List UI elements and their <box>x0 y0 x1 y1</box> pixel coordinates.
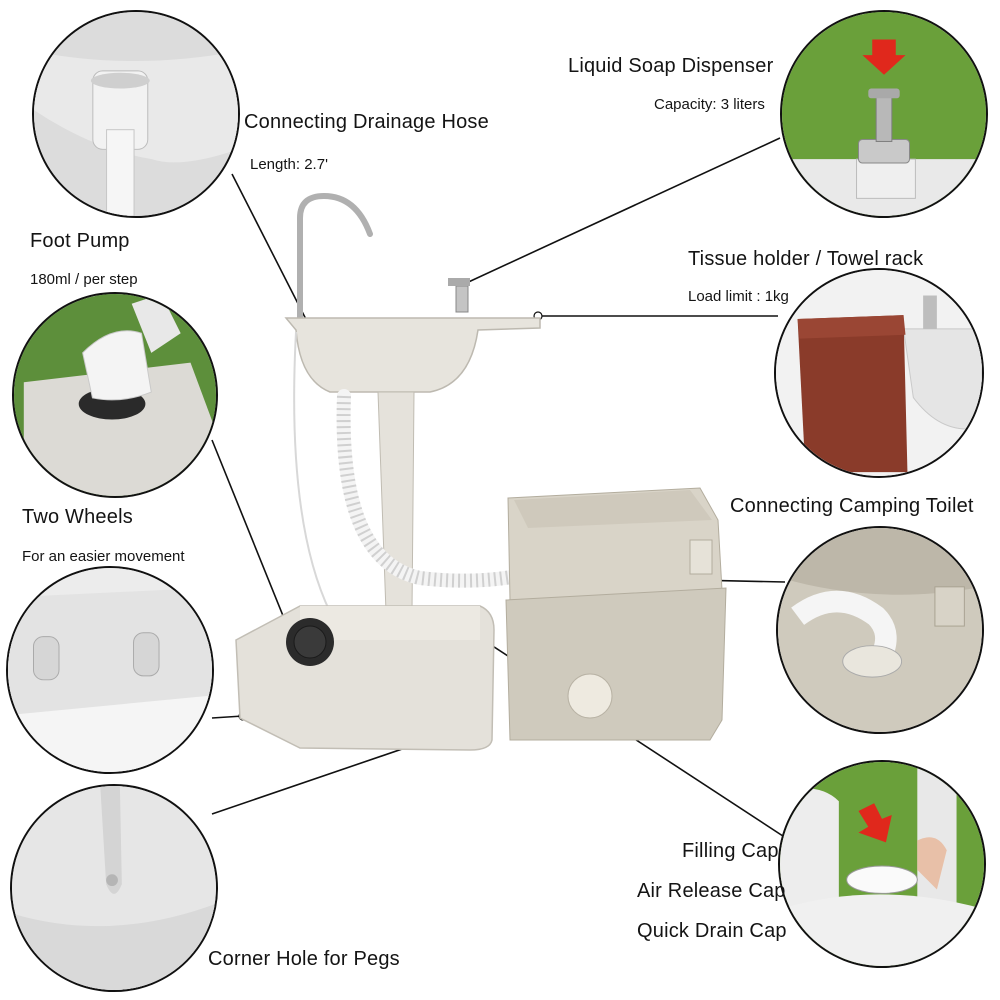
filling-cap-label: Filling Cap <box>682 840 779 862</box>
faucet <box>297 192 373 323</box>
air-release-cap-label: Air Release Cap <box>637 880 786 902</box>
two-wheels-title: Two Wheels <box>22 506 133 528</box>
leader-two-wheels <box>211 715 244 719</box>
soap-pump <box>455 285 469 313</box>
soap-dispenser-title: Liquid Soap Dispenser <box>568 55 774 77</box>
corner-hole-title: Corner Hole for Pegs <box>208 948 400 970</box>
towel-rack-title: Tissue holder / Towel rack <box>688 248 924 270</box>
toilet-bottom <box>505 587 727 741</box>
red-down-arrow-icon <box>862 39 906 75</box>
wheels-closeup <box>6 566 214 774</box>
sink-basin <box>284 317 541 393</box>
towel-rack-closeup <box>774 268 984 478</box>
leader-soap <box>461 137 781 286</box>
quick-drain-cap <box>567 673 613 719</box>
soap-dispenser-detail: Capacity: 3 liters <box>654 96 765 113</box>
foot-pump-title: Foot Pump <box>30 230 130 252</box>
leader-foot-pump <box>211 439 293 639</box>
two-wheels-detail: For an easier movement <box>22 548 185 565</box>
toilet-lid <box>514 490 712 528</box>
foot-pump-detail: 180ml / per step <box>30 271 138 288</box>
foot-pump-closeup <box>12 292 218 498</box>
soap-dispenser-closeup <box>780 10 988 218</box>
drainage-hose-closeup <box>32 10 240 218</box>
filling-cap-closeup <box>778 760 986 968</box>
quick-drain-cap-label: Quick Drain Cap <box>637 920 787 942</box>
drainage-hose-title: Connecting Drainage Hose <box>244 111 489 133</box>
towel-rack-detail: Load limit : 1kg <box>688 288 789 305</box>
drainage-hose-detail: Length: 2.7' <box>250 156 328 173</box>
toilet-connection-closeup <box>776 526 984 734</box>
red-arrow-icon <box>858 803 892 843</box>
corner-hole-closeup <box>10 784 218 992</box>
camping-toilet-title: Connecting Camping Toilet <box>730 495 974 517</box>
